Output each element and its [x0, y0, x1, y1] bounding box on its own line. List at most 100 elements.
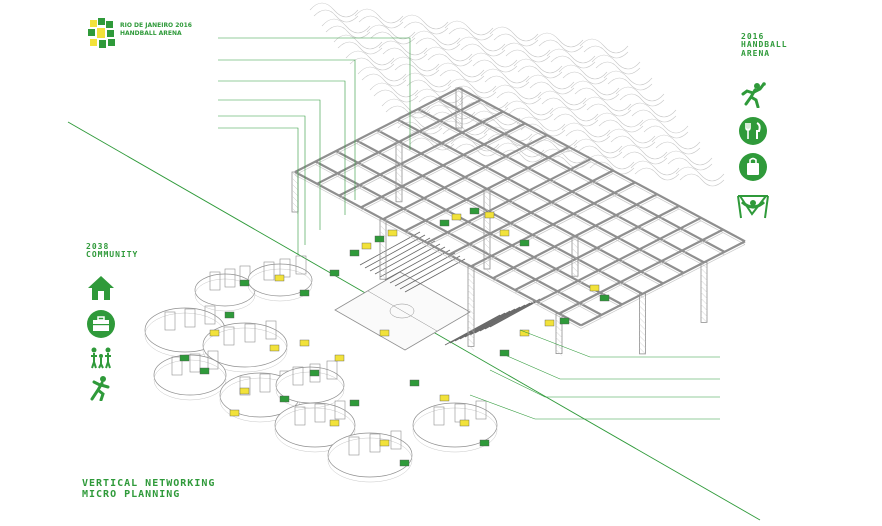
roof-wave — [471, 110, 521, 131]
logo-text: RIO DE JANEIRO 2016 HANDBALL ARENA — [120, 22, 192, 37]
green-module — [599, 294, 610, 302]
yellow-module — [334, 354, 345, 362]
roof-wave — [333, 34, 383, 55]
column-brace — [571, 266, 579, 273]
shopping-bag-icon — [739, 153, 767, 181]
colored-modules — [179, 207, 610, 467]
bleacher-row — [384, 246, 446, 281]
column — [467, 265, 475, 347]
pod-ellipse — [275, 366, 345, 404]
bleacher-row — [464, 306, 521, 338]
frame-beam — [558, 228, 724, 315]
yellow-module — [329, 419, 340, 427]
bleacher-row — [369, 237, 431, 272]
leader-line — [218, 80, 346, 215]
frame-beam — [335, 150, 623, 306]
green-module — [309, 369, 320, 377]
frame-beam — [382, 134, 548, 221]
pod-tower — [326, 360, 338, 380]
green-module — [279, 395, 290, 403]
column-brace — [571, 254, 579, 261]
logo-line-2: HANDBALL ARENA — [120, 29, 182, 37]
roof-wave — [414, 88, 464, 109]
column-brace — [555, 337, 563, 344]
column-brace — [291, 207, 299, 215]
court-midline — [367, 290, 438, 332]
pod-tower — [244, 323, 256, 343]
community-title-line-2: COMMUNITY — [86, 250, 139, 260]
yellow-module — [229, 409, 240, 417]
bleacher-row — [394, 252, 456, 287]
green-module — [499, 349, 510, 357]
column-brace — [555, 313, 563, 320]
column-brace — [555, 343, 563, 350]
hammock-icon — [737, 195, 769, 219]
column-brace — [467, 290, 475, 297]
leader-line — [519, 329, 720, 358]
green-module — [349, 399, 360, 407]
community-title: 2038 COMMUNITY — [86, 242, 139, 260]
pod-tower — [164, 311, 176, 331]
roof-wave — [528, 132, 578, 153]
pod-ellipse — [144, 307, 226, 353]
column-brace — [467, 284, 475, 291]
column-brace — [291, 177, 299, 185]
frame-beam — [376, 129, 664, 285]
column-brace — [700, 310, 708, 317]
frame-beam-edge — [338, 114, 504, 199]
roof-wave — [537, 90, 587, 111]
diagonal-divider-line — [67, 121, 761, 521]
roof-wave — [570, 80, 620, 101]
yellow-module — [459, 419, 470, 427]
leader-line — [218, 37, 411, 150]
roof-wave — [405, 130, 455, 151]
roof-wave — [426, 104, 476, 125]
fork-knife-icon — [739, 117, 767, 145]
roof-wave — [357, 66, 407, 87]
bleacher-row — [444, 314, 501, 346]
roof-wave — [402, 72, 452, 93]
green-module — [199, 367, 210, 375]
column-brace — [555, 325, 563, 332]
column-brace — [483, 260, 491, 268]
pod-ellipse — [219, 372, 301, 418]
membrane-roof — [309, 2, 725, 187]
column-brace — [639, 317, 646, 325]
pod-tower — [239, 265, 251, 285]
pod-base — [275, 371, 345, 409]
column-brace — [483, 200, 491, 208]
roof-wave — [321, 18, 371, 39]
column-brace — [379, 273, 387, 280]
pod-tower — [263, 261, 275, 281]
column-brace — [571, 260, 579, 267]
yellow-module — [544, 319, 555, 327]
frame-beam-edge — [514, 208, 680, 294]
roof-wave — [492, 84, 542, 105]
pod-tower — [309, 363, 321, 383]
roof-wave — [438, 120, 488, 141]
column-brace — [639, 311, 646, 319]
column-brace — [467, 302, 475, 309]
yellow-module — [379, 329, 390, 337]
column-brace — [467, 296, 475, 303]
pod-tower — [239, 376, 251, 396]
column-brace — [483, 188, 491, 196]
column-brace — [483, 218, 491, 226]
roof-wave — [630, 160, 680, 181]
roof-wave — [579, 38, 629, 59]
pod-base — [219, 377, 301, 423]
column-brace — [483, 224, 491, 232]
bottom-title-line-1: VERTICAL NETWORKING — [82, 478, 216, 489]
roof-wave — [525, 74, 575, 95]
roof-wave — [585, 154, 635, 175]
pod-tower — [171, 356, 183, 376]
column-brace — [455, 105, 463, 113]
pod-tower — [224, 268, 236, 288]
frame-beam-edge — [438, 101, 725, 256]
column-brace — [483, 236, 491, 244]
column-brace — [379, 249, 387, 256]
frame-beam-edge — [426, 161, 592, 247]
frame-beam-edge — [382, 137, 548, 223]
column-brace — [639, 299, 646, 307]
